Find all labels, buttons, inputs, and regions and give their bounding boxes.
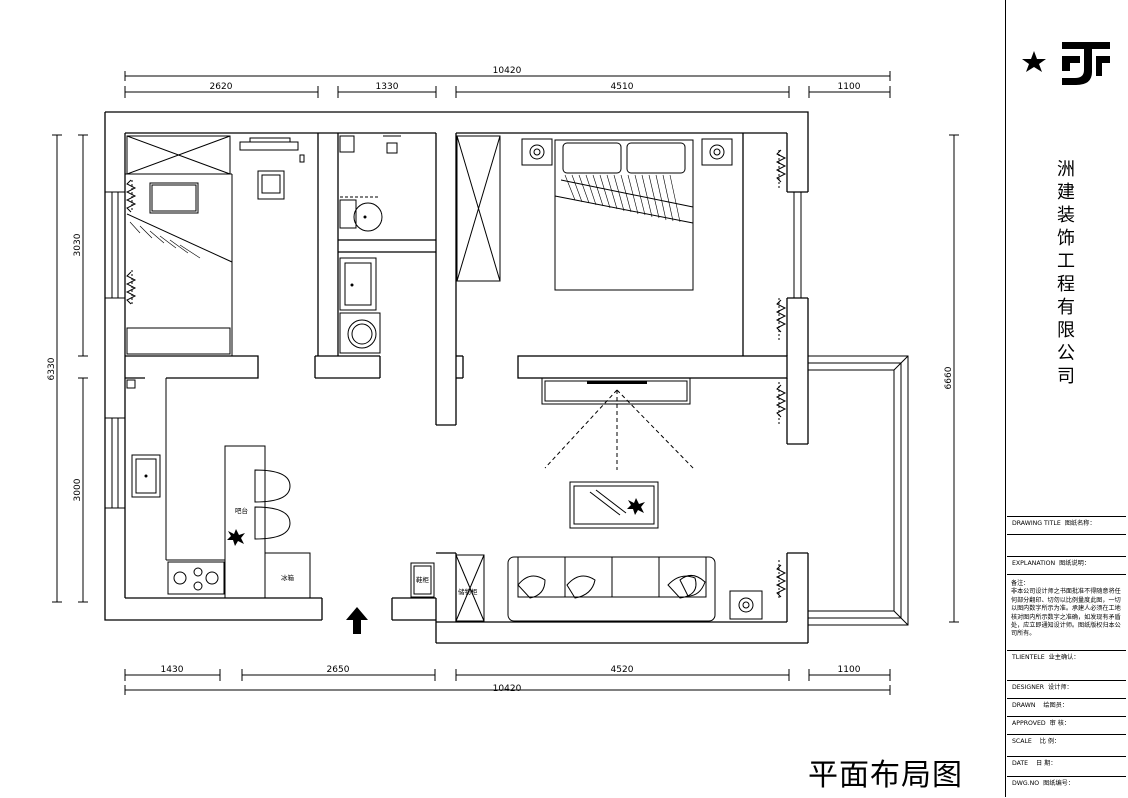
company-logo: [1022, 42, 1110, 85]
dim-top-seg-3: 4510: [611, 82, 634, 92]
row-drawing-title-value: [1007, 534, 1126, 556]
fridge-label: 冰箱: [281, 573, 295, 582]
dim-right-total: 6660: [944, 366, 954, 389]
row-approved: APPROVED 审 核：: [1007, 716, 1126, 734]
row-drawing-title: DRAWING TITLE 图纸名称：: [1007, 516, 1126, 534]
dim-top-seg-4: 1100: [838, 82, 861, 92]
dim-left-seg-1: 3030: [73, 233, 83, 256]
logo-mark-icon: [1062, 42, 1110, 85]
dim-bottom-seg-3: 4520: [611, 665, 634, 675]
dim-top-seg-2: 1330: [376, 82, 399, 92]
title-block: [1005, 0, 1128, 797]
row-scale: SCALE 比 例：: [1007, 734, 1126, 756]
plant-icons: [227, 498, 645, 546]
bar-label: 吧台: [235, 506, 248, 515]
sofa-cushions: [517, 575, 706, 599]
dim-top-total: 10420: [493, 66, 522, 76]
company-name: 洲 建 装 饰 工 程 有 限 公 司: [1057, 159, 1075, 387]
shoe-cabinet-label: 鞋柜: [416, 575, 430, 584]
row-drawn: DRAWN 绘图员：: [1007, 698, 1126, 716]
note-text: 备注： 非本公司设计师之书面批准不得随意将任何部分翻印、切勿以比例量度此图，一切…: [1011, 580, 1121, 638]
row-date: DATE 日 期：: [1007, 756, 1126, 776]
dim-bottom-seg-2: 2650: [327, 665, 350, 675]
dim-bottom-total: 10420: [493, 684, 522, 694]
drawing-title: 平面布局图: [808, 758, 963, 793]
dim-left-seg-2: 3000: [73, 478, 83, 501]
row-dwg-no: DWG.NO 图纸编号：: [1007, 776, 1126, 796]
curtains: [125, 149, 787, 598]
row-explanation: EXPLANATION 图纸说明：: [1007, 556, 1126, 574]
bed-hatching: [129, 174, 681, 259]
row-note-box: [1007, 574, 1126, 650]
dim-left-total: 6330: [47, 357, 57, 380]
row-designer: DESIGNER 设计师：: [1007, 680, 1126, 698]
storage-cabinet-label: 储物柜: [458, 587, 478, 596]
dim-bottom-seg-1: 1430: [161, 665, 184, 675]
dim-bottom-seg-4: 1100: [838, 665, 861, 675]
star-icon: [1022, 51, 1046, 72]
entrance-arrow-icon: [346, 607, 368, 634]
row-client: TLIENTELE 业主确认：: [1007, 650, 1126, 680]
dim-top-seg-1: 2620: [210, 82, 233, 92]
